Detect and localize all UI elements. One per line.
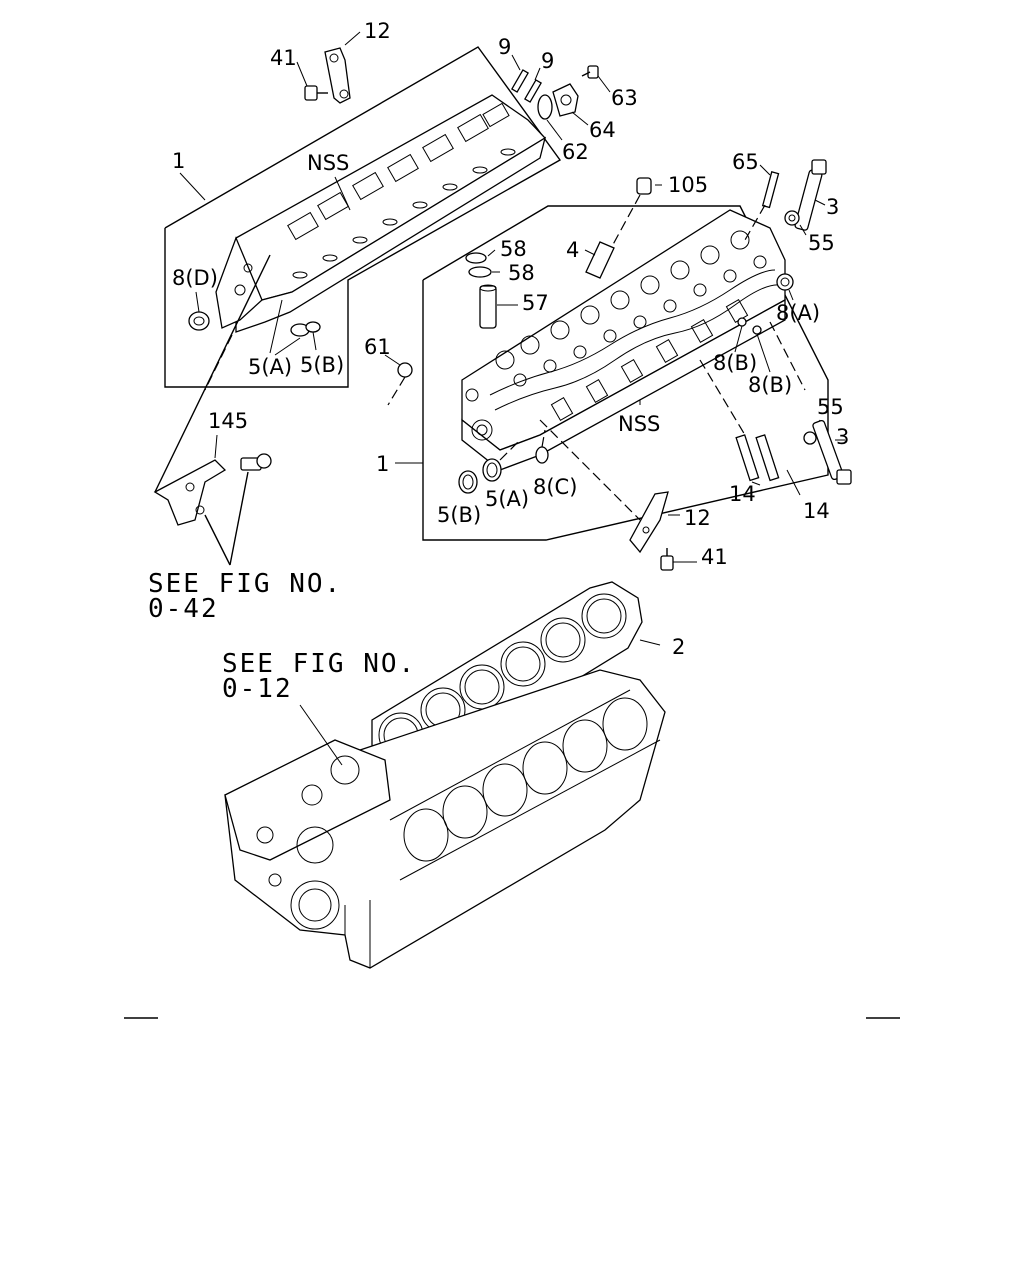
label-14-b: 14 <box>803 499 830 523</box>
label-12-lower: 12 <box>684 506 711 530</box>
part-5a-ring-lower <box>482 439 521 482</box>
label-55-upper: 55 <box>808 231 835 255</box>
part-57-tube <box>479 284 518 329</box>
label-105: 105 <box>668 173 708 197</box>
label-nss-upper: NSS <box>307 151 349 175</box>
label-64: 64 <box>589 118 616 142</box>
label-1-upper: 1 <box>172 149 185 173</box>
label-4: 4 <box>566 238 579 262</box>
label-12-upper: 12 <box>364 19 391 43</box>
part-3-bolt-lower <box>812 419 852 485</box>
left-cylinder-head <box>215 94 547 333</box>
see-fig-012-line1: SEE FIG NO. <box>222 649 416 679</box>
label-5b-upper: 5(B) <box>300 353 344 377</box>
label-9-b: 9 <box>541 49 554 73</box>
left-head-group <box>164 46 562 388</box>
cylinder-block <box>224 669 666 969</box>
right-head-frame <box>422 205 829 541</box>
part-65-stud <box>744 164 780 241</box>
label-3-lower: 3 <box>836 425 849 449</box>
part-12-bracket-lower <box>539 419 680 554</box>
part-41-bolt-upper <box>296 61 328 101</box>
part-62-oring <box>537 94 563 141</box>
callout-labels: 41 12 9 9 63 64 62 1 NSS 8(D) 5(A) 5(B) … <box>148 19 849 704</box>
label-63: 63 <box>611 86 638 110</box>
part-8b-markers <box>734 317 806 391</box>
label-65: 65 <box>732 150 759 174</box>
part-8d-washer <box>188 311 210 331</box>
part-5b-ring-lower <box>458 470 478 494</box>
part-8c-washer <box>535 429 549 464</box>
part-8a-washer <box>776 273 794 301</box>
label-5a-lower: 5(A) <box>485 487 529 511</box>
label-8d: 8(D) <box>172 266 218 290</box>
label-5a-upper: 5(A) <box>248 355 292 379</box>
label-1-lower: 1 <box>376 452 389 476</box>
part-58-orings <box>465 249 500 278</box>
part-64-cover <box>552 83 589 126</box>
part-61-plug <box>384 354 413 406</box>
label-14-a: 14 <box>729 482 756 506</box>
label-8a: 8(A) <box>776 301 820 325</box>
label-55-lower: 55 <box>817 395 844 419</box>
part-55-washer-upper <box>784 210 807 236</box>
part-12-bracket-upper <box>324 31 361 104</box>
label-8c: 8(C) <box>533 475 577 499</box>
label-2: 2 <box>672 635 685 659</box>
label-9-a: 9 <box>498 35 511 59</box>
label-5b-lower: 5(B) <box>437 503 481 527</box>
label-nss-lower: NSS <box>618 412 660 436</box>
part-4-sleeve <box>584 241 615 279</box>
see-fig-042-line1: SEE FIG NO. <box>148 569 342 599</box>
part-145-bracket <box>153 254 272 566</box>
part-63-bolt <box>581 65 611 93</box>
label-3-upper: 3 <box>826 195 839 219</box>
right-head-group <box>384 159 852 571</box>
part-105-plug <box>609 177 662 251</box>
see-fig-012-line2: 0-12 <box>222 674 293 704</box>
label-8b-a: 8(B) <box>713 351 757 375</box>
label-58-b: 58 <box>508 261 535 285</box>
see-fig-042-line2: 0-42 <box>148 594 219 624</box>
part-9-pins <box>511 54 542 103</box>
part-5b-ring-upper <box>305 321 321 333</box>
left-head-frame <box>164 46 562 388</box>
label-58-a: 58 <box>500 237 527 261</box>
label-41-upper: 41 <box>270 46 297 70</box>
label-62: 62 <box>562 140 589 164</box>
label-145: 145 <box>208 409 248 433</box>
right-cylinder-head <box>461 209 786 471</box>
label-8b-b: 8(B) <box>748 373 792 397</box>
label-61: 61 <box>364 335 391 359</box>
part-14-studs <box>699 359 801 496</box>
label-41-lower: 41 <box>701 545 728 569</box>
part-3-bolt-upper <box>794 159 827 231</box>
part-41-bolt-lower <box>660 548 697 571</box>
label-57: 57 <box>522 291 549 315</box>
